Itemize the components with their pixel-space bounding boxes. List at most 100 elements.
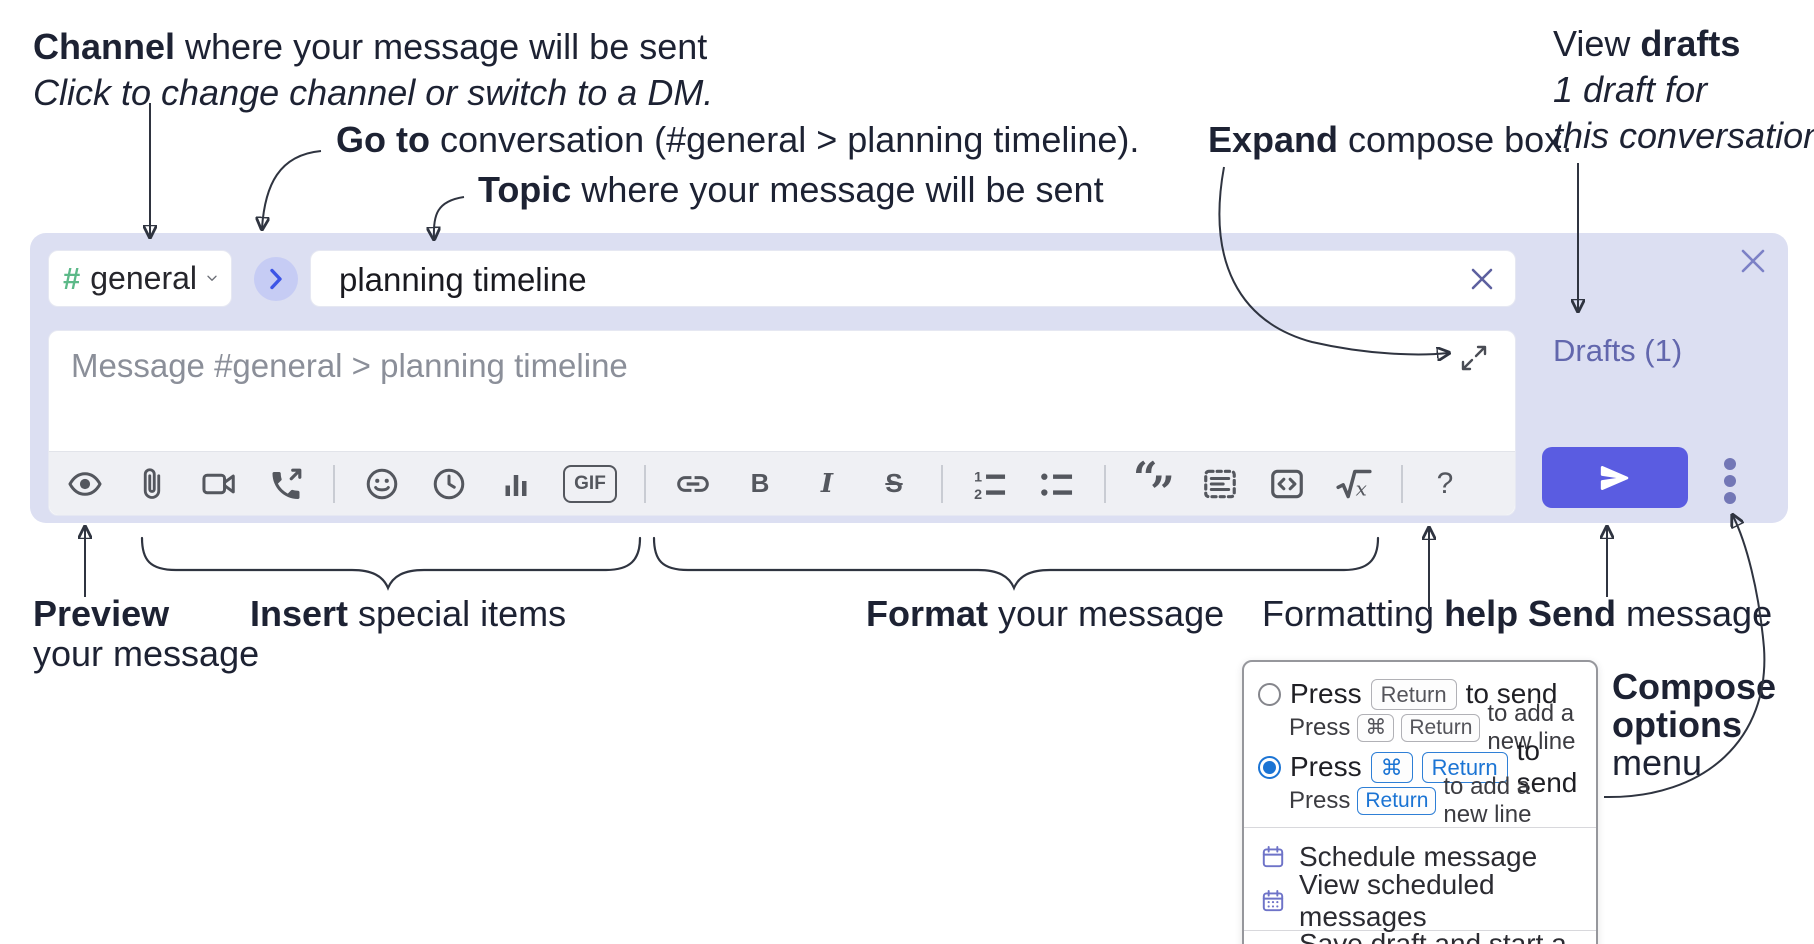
eye-icon <box>68 471 102 496</box>
topic-input[interactable] <box>337 251 1441 308</box>
close-compose-button[interactable] <box>1735 243 1771 279</box>
svg-text:x: x <box>1356 476 1367 500</box>
menu-divider <box>1244 930 1596 931</box>
sqrt-x-icon: x <box>1336 469 1372 500</box>
bar-chart-icon <box>505 474 527 496</box>
brace-insert <box>140 536 642 591</box>
bulleted-list-icon <box>1041 473 1073 496</box>
toolbar-divider <box>1104 464 1106 503</box>
schedule-send-button[interactable] <box>429 464 469 504</box>
cmd-key: ⌘ <box>1370 751 1413 783</box>
svg-text:”: ” <box>1150 467 1175 517</box>
goto-annotation: Go to conversation (#general > planning … <box>336 119 1140 160</box>
ordered-list-button[interactable]: 1 2 <box>970 464 1010 504</box>
code-icon <box>1271 469 1303 498</box>
poll-button[interactable] <box>496 464 536 504</box>
menu-item-save-draft[interactable]: Save draft and start a new message <box>1299 928 1567 944</box>
clear-topic-button[interactable] <box>1467 264 1497 294</box>
bullet-list-button[interactable] <box>1037 464 1077 504</box>
insert-annotation: Insert special items <box>250 593 567 634</box>
topic-annotation: Topic where your message will be sent <box>478 169 1104 210</box>
compose-options-annotation: Compose options menu <box>1612 666 1777 783</box>
numbered-list-icon: 1 2 <box>974 469 1006 503</box>
send-annotation: Send message <box>1528 593 1773 634</box>
return-key: Return <box>1370 678 1457 710</box>
radio-unselected-icon[interactable] <box>1258 682 1281 706</box>
formatting-help-annotation: Formatting help <box>1262 593 1519 634</box>
message-placeholder: Message #general > planning timeline <box>71 347 628 384</box>
attach-file-button[interactable] <box>132 464 172 504</box>
toolbar-divider <box>644 464 646 503</box>
svg-text:2: 2 <box>974 487 982 503</box>
toolbar-divider <box>1401 464 1403 503</box>
composer-toolbar: GIF B I S 1 2 <box>49 451 1515 517</box>
channel-selector[interactable]: # general <box>48 250 232 307</box>
strikethrough-button[interactable]: S <box>885 468 903 498</box>
goto-conversation-button[interactable] <box>254 257 298 301</box>
link-icon <box>677 475 709 492</box>
snippet-button[interactable] <box>1200 464 1240 504</box>
toolbar-divider <box>941 464 943 503</box>
return-key: Return <box>1357 786 1437 815</box>
send-option-return[interactable]: Press Return to send Press ⌘ Return to a… <box>1244 674 1596 755</box>
link-button[interactable] <box>673 464 713 504</box>
calendar-icon <box>1262 846 1284 868</box>
radio-selected-icon[interactable] <box>1258 755 1281 779</box>
preview-annotation: Preview your message <box>33 593 260 674</box>
channel-name: general <box>90 260 197 296</box>
italic-button[interactable]: I <box>820 468 834 499</box>
paperclip-icon <box>143 467 161 499</box>
phone-call-icon <box>272 468 302 499</box>
quote-icon: “ ” <box>1133 453 1175 517</box>
view-drafts-line1: View drafts <box>1553 23 1741 64</box>
view-drafts-annotation: View drafts 1 draft for this conversatio… <box>1553 21 1814 159</box>
format-annotation: Format your message <box>866 593 1225 634</box>
formula-button[interactable]: x <box>1334 464 1374 504</box>
video-camera-icon <box>202 473 235 494</box>
expand-icon <box>1461 345 1487 371</box>
drafts-link[interactable]: Drafts (1) <box>1553 333 1683 368</box>
toolbar-divider <box>333 464 335 503</box>
return-key: Return <box>1401 713 1481 742</box>
dot-icon <box>1724 475 1736 487</box>
chevron-right-icon <box>270 268 282 290</box>
send-option-cmd-return[interactable]: Press ⌘ Return to send Press Return to a… <box>1244 735 1596 828</box>
channel-annotation-line2: Click to change channel or switch to a D… <box>33 72 714 113</box>
menu-item-schedule-message[interactable]: Schedule message <box>1244 835 1596 879</box>
blockquote-button[interactable]: “ ” <box>1133 453 1175 517</box>
call-button[interactable] <box>266 464 306 504</box>
formatting-help-button[interactable]: ? <box>1436 466 1454 500</box>
view-drafts-line2: 1 draft for <box>1553 69 1708 110</box>
channel-annotation-line1: Channel where your message will be sent <box>33 26 708 67</box>
close-icon <box>1741 249 1765 273</box>
topic-field <box>310 250 1516 308</box>
smiley-icon <box>366 468 398 499</box>
code-block-button[interactable] <box>1267 464 1307 504</box>
video-clip-button[interactable] <box>199 464 239 504</box>
svg-text:1: 1 <box>974 469 982 485</box>
svg-text:“: “ <box>1133 453 1158 503</box>
compose-options-button[interactable] <box>1712 455 1748 507</box>
connector-goto <box>262 150 322 228</box>
connector-topic <box>434 196 465 238</box>
dot-icon <box>1724 458 1736 470</box>
chevron-down-icon <box>207 275 217 281</box>
send-button[interactable] <box>1542 447 1688 508</box>
send-icon <box>1600 465 1629 490</box>
gif-button[interactable]: GIF <box>563 464 617 503</box>
emoji-button[interactable] <box>362 464 402 504</box>
compose-panel: # general Drafts (1) <box>30 233 1788 523</box>
message-box[interactable]: Message #general > planning timeline <box>48 330 1516 517</box>
dot-icon <box>1724 492 1736 504</box>
bold-button[interactable]: B <box>750 468 770 498</box>
compose-options-menu: Press Return to send Press ⌘ Return to a… <box>1242 660 1598 944</box>
clock-icon <box>433 468 465 499</box>
menu-divider <box>1244 827 1596 828</box>
preview-button[interactable] <box>65 464 105 504</box>
expand-compose-button[interactable] <box>1459 343 1489 373</box>
expand-annotation: Expand compose box. <box>1208 119 1573 160</box>
channel-hash-icon: # <box>63 260 81 296</box>
menu-item-view-scheduled[interactable]: View scheduled messages <box>1244 869 1596 932</box>
close-icon <box>1471 268 1493 290</box>
